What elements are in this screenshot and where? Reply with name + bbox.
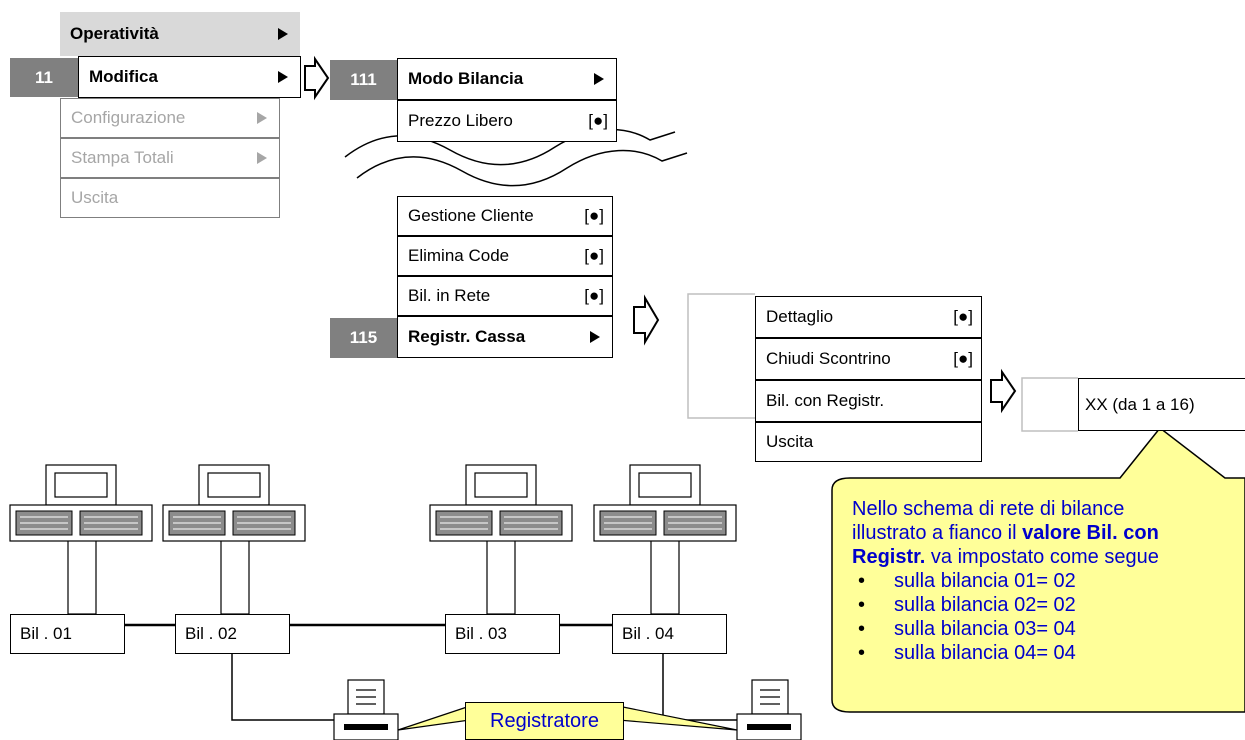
submenu-code-tag: 111 <box>330 60 397 100</box>
submenu-arrow-icon <box>257 112 267 124</box>
break-wave-icon <box>356 149 688 187</box>
scale-pillar <box>486 539 516 615</box>
menu-item-modifica[interactable]: Modifica <box>78 56 301 98</box>
menu-code-tag: 11 <box>10 58 78 97</box>
menu-item-uscita-registr[interactable]: Uscita <box>755 422 982 462</box>
value-frame <box>1021 377 1078 432</box>
menu-item-elimina-code[interactable]: Elimina Code [●] <box>397 236 613 276</box>
submenu-arrow-icon <box>594 73 604 85</box>
menu-item-stampa-totali[interactable]: Stampa Totali <box>60 138 280 178</box>
submenu-code-tag: 115 <box>330 318 397 358</box>
scale-label-04: Bil . 04 <box>612 614 727 654</box>
scale-label-01: Bil . 01 <box>10 614 125 654</box>
menu-item-operativita[interactable]: Operatività <box>60 12 300 56</box>
menu-header-bg <box>60 12 300 56</box>
callout-list-item: sulla bilancia 02= 02 <box>858 593 1245 617</box>
label-pointer <box>617 705 738 731</box>
nav-arrow-icon <box>304 55 1017 414</box>
checked-indicator-icon: [●] <box>953 307 973 326</box>
submenu-arrow-icon <box>278 71 288 83</box>
scale-terminal-icon <box>9 464 737 542</box>
submenu-frame <box>687 293 755 419</box>
printer-icon <box>736 679 802 740</box>
value-field[interactable]: XX (da 1 a 16) <box>1078 378 1245 431</box>
submenu-arrow-icon <box>257 152 267 164</box>
printer-cable <box>231 654 334 721</box>
callout-line: illustrato a fianco il valore Bil. con <box>852 522 1159 544</box>
menu-item-uscita[interactable]: Uscita <box>60 178 280 218</box>
scale-pillar <box>67 539 97 615</box>
scale-label-03: Bil . 03 <box>445 614 560 654</box>
callout-list: sulla bilancia 01= 02 sulla bilancia 02=… <box>852 569 1245 665</box>
menu-item-chiudi-scontrino[interactable]: Chiudi Scontrino [●] <box>755 338 982 380</box>
checked-indicator-icon: [●] <box>584 206 604 225</box>
menu-item-gestione-cliente[interactable]: Gestione Cliente [●] <box>397 196 613 236</box>
menu-item-registr-cassa[interactable]: Registr. Cassa <box>397 316 613 358</box>
registratore-label: Registratore <box>465 702 624 740</box>
menu-item-bil-in-rete[interactable]: Bil. in Rete [●] <box>397 276 613 316</box>
checked-indicator-icon: [●] <box>953 349 973 368</box>
scale-pillar <box>650 539 680 615</box>
menu-item-configurazione[interactable]: Configurazione <box>60 98 280 138</box>
submenu-arrow-icon <box>278 28 288 40</box>
checked-indicator-icon: [●] <box>584 286 604 305</box>
callout-text: Nello schema di rete di bilance illustra… <box>852 497 1245 712</box>
callout-list-item: sulla bilancia 01= 02 <box>858 569 1245 593</box>
printer-cable <box>662 654 737 721</box>
callout-line: Registr. va impostato come segue <box>852 546 1159 568</box>
checked-indicator-icon: [●] <box>588 111 608 130</box>
submenu-arrow-icon <box>590 331 600 343</box>
printer-icon <box>333 679 399 740</box>
menu-item-dettaglio[interactable]: Dettaglio [●] <box>755 296 982 338</box>
callout-line: Nello schema di rete di bilance <box>852 498 1125 520</box>
menu-item-bil-con-registr[interactable]: Bil. con Registr. <box>755 380 982 422</box>
scale-label-02: Bil . 02 <box>175 614 290 654</box>
menu-item-modo-bilancia[interactable]: Modo Bilancia <box>397 58 617 100</box>
label-pointer <box>397 705 471 731</box>
callout-list-item: sulla bilancia 03= 04 <box>858 617 1245 641</box>
menu-item-prezzo-libero[interactable]: Prezzo Libero [●] <box>397 100 617 142</box>
checked-indicator-icon: [●] <box>584 246 604 265</box>
scale-pillar <box>220 539 250 615</box>
callout-list-item: sulla bilancia 04= 04 <box>858 641 1245 665</box>
